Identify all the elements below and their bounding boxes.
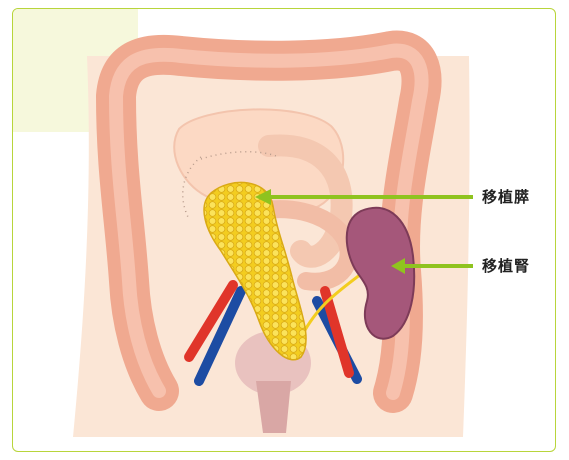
kidney-label: 移植腎 (482, 255, 530, 276)
figure-frame (12, 8, 556, 452)
transplant-illustration (13, 9, 556, 452)
pancreas-label: 移植膵 (482, 186, 530, 207)
